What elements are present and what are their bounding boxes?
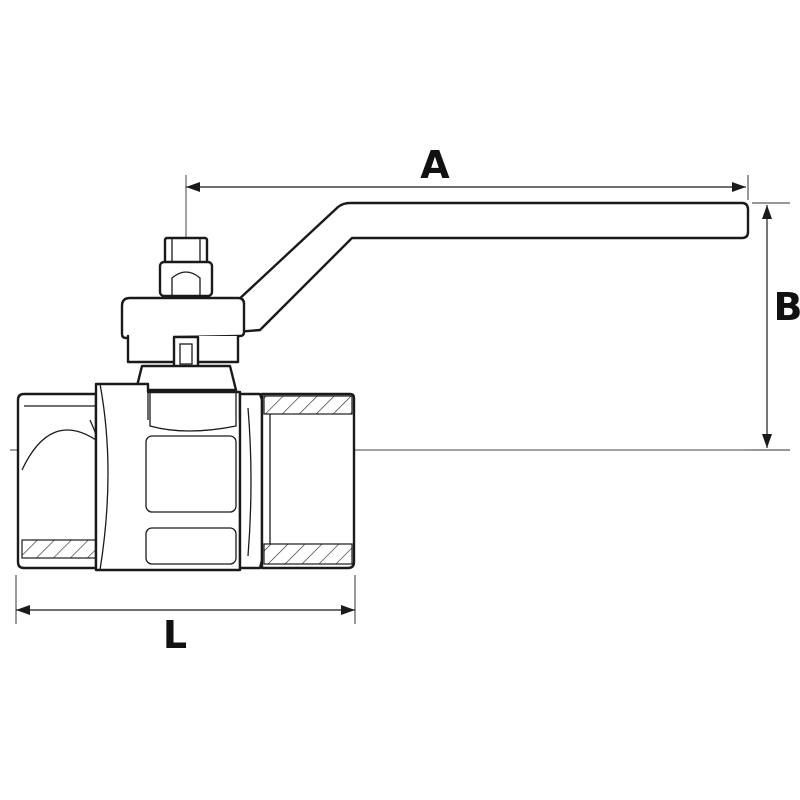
extension-lines bbox=[15, 175, 790, 624]
right-end-connection bbox=[238, 392, 356, 570]
stem bbox=[172, 335, 200, 371]
dimension-l-label: L bbox=[163, 613, 187, 657]
dimension-a: A bbox=[186, 143, 746, 192]
left-end-connection bbox=[16, 392, 108, 570]
right-thread-hatch-bottom bbox=[263, 543, 353, 565]
body-flat-face bbox=[145, 435, 237, 513]
handle-hub bbox=[120, 296, 246, 364]
right-thread-hatch-top bbox=[263, 395, 353, 415]
left-thread-hatch bbox=[21, 539, 97, 559]
stem-nut bbox=[158, 236, 214, 298]
dimension-l: L bbox=[16, 605, 355, 657]
dimension-a-label: A bbox=[420, 143, 450, 187]
dimension-b: B bbox=[762, 205, 800, 448]
valve-body bbox=[94, 382, 246, 572]
dimension-b-label: B bbox=[774, 285, 800, 329]
lever-handle bbox=[234, 201, 750, 334]
